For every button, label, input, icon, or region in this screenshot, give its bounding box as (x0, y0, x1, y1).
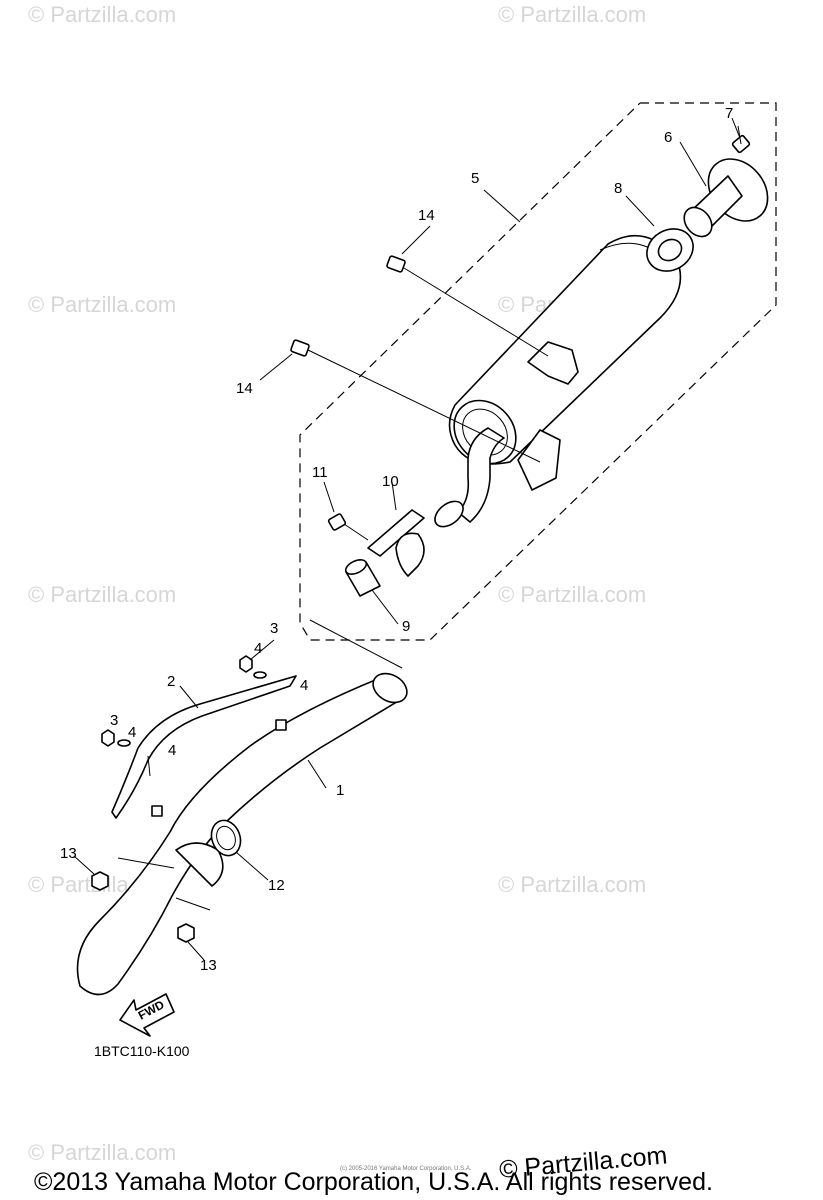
callout-4: 4 (168, 742, 176, 759)
callout-7: 7 (725, 105, 733, 122)
callout-10: 10 (382, 473, 399, 490)
assembly-boundary (299, 102, 777, 641)
watermark-text: © Partzilla.com (498, 2, 646, 27)
muffler (434, 234, 682, 528)
callout-3: 3 (270, 620, 278, 637)
watermark-text: © Partzilla.com (498, 582, 646, 607)
callout-4: 4 (300, 677, 308, 694)
bolts-14 (290, 255, 549, 463)
tail-pipe (683, 158, 769, 238)
callout-12: 12 (268, 877, 285, 894)
callout-4: 4 (254, 640, 262, 657)
header-pipe-1 (76, 672, 408, 996)
watermark-text: © Partzilla.com (28, 2, 176, 27)
leader-lines (73, 117, 741, 961)
tiny-notice: (c) 2005-2016 Yamaha Motor Corporation, … (340, 1166, 472, 1172)
callout-8: 8 (614, 180, 622, 197)
gasket-12 (210, 819, 242, 857)
diagram-code: 1BTC110-K100 (94, 1043, 190, 1059)
hardware-3-4 (101, 655, 267, 747)
watermarks: © Partzilla.com © Partzilla.com © Partzi… (28, 2, 646, 1165)
callout-2: 2 (167, 673, 175, 690)
callout-3: 3 (110, 712, 118, 729)
watermark-text: © Partzilla.com (498, 872, 646, 897)
nuts-13 (91, 871, 195, 943)
watermark-text: © Partzilla.com (28, 582, 176, 607)
sleeve-9 (344, 559, 381, 597)
callout-11: 11 (312, 464, 328, 481)
bolt-11 (327, 513, 369, 541)
callout-13: 13 (200, 957, 217, 974)
copyright-text: ©2013 Yamaha Motor Corporation, U.S.A. A… (34, 1168, 713, 1196)
callout-5: 5 (471, 170, 479, 187)
callout-13: 13 (60, 845, 77, 862)
bolt-7 (731, 125, 751, 154)
callout-9: 9 (402, 618, 410, 635)
callout-14: 14 (418, 207, 435, 224)
watermark-text: © Partzilla.com (28, 292, 176, 317)
heat-shield-2 (111, 675, 297, 819)
callout-labels: 1 2 3 3 4 4 4 4 5 6 7 8 9 10 11 12 13 13… (60, 105, 733, 974)
callout-14: 14 (236, 380, 253, 397)
watermark-text: © Partzilla.com (28, 1140, 176, 1165)
fwd-arrow-icon: FWD (119, 993, 175, 1037)
callout-6: 6 (664, 129, 672, 146)
callout-4: 4 (128, 724, 136, 741)
clamp-10 (367, 509, 425, 577)
gasket-8 (646, 228, 694, 272)
callout-1: 1 (336, 782, 344, 799)
